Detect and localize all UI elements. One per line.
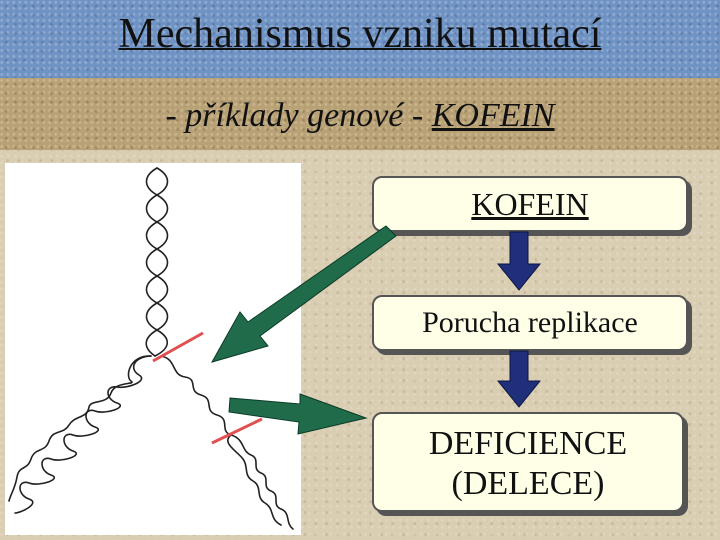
dna-replication-image [5,163,301,535]
subtitle-highlight: KOFEIN [431,97,555,134]
right-daughter-helix-b [227,434,282,526]
kofein-box: KOFEIN [372,176,688,232]
slide-title: Mechanismus vzniku mutací [118,11,602,57]
deficiency-box: DEFICIENCE (DELECE) [372,412,684,512]
dna-fork-drawing [8,167,294,530]
left-daughter-helix-b [8,355,152,502]
title-band [0,0,720,78]
down-arrow-1-icon [496,231,542,291]
left-daughter-helix-a [14,355,152,514]
single-strand-region [160,355,232,436]
cut-mark-upper [152,331,204,363]
subtitle-prefix: - příklady genové - [165,97,432,134]
right-daughter-helix-a [230,434,294,530]
deficiency-label: DEFICIENCE [428,425,628,462]
down-arrow-2-icon [496,350,542,408]
parental-helix-strand-a [145,167,169,357]
parental-helix-strand-b [145,167,169,357]
cut-mark-lower [211,417,263,445]
replication-error-box: Porucha replikace [372,295,688,351]
deletion-label: (DELECE) [451,465,605,502]
slide-subtitle: - příklady genové - KOFEIN [0,96,720,136]
subtitle-band [0,78,720,150]
